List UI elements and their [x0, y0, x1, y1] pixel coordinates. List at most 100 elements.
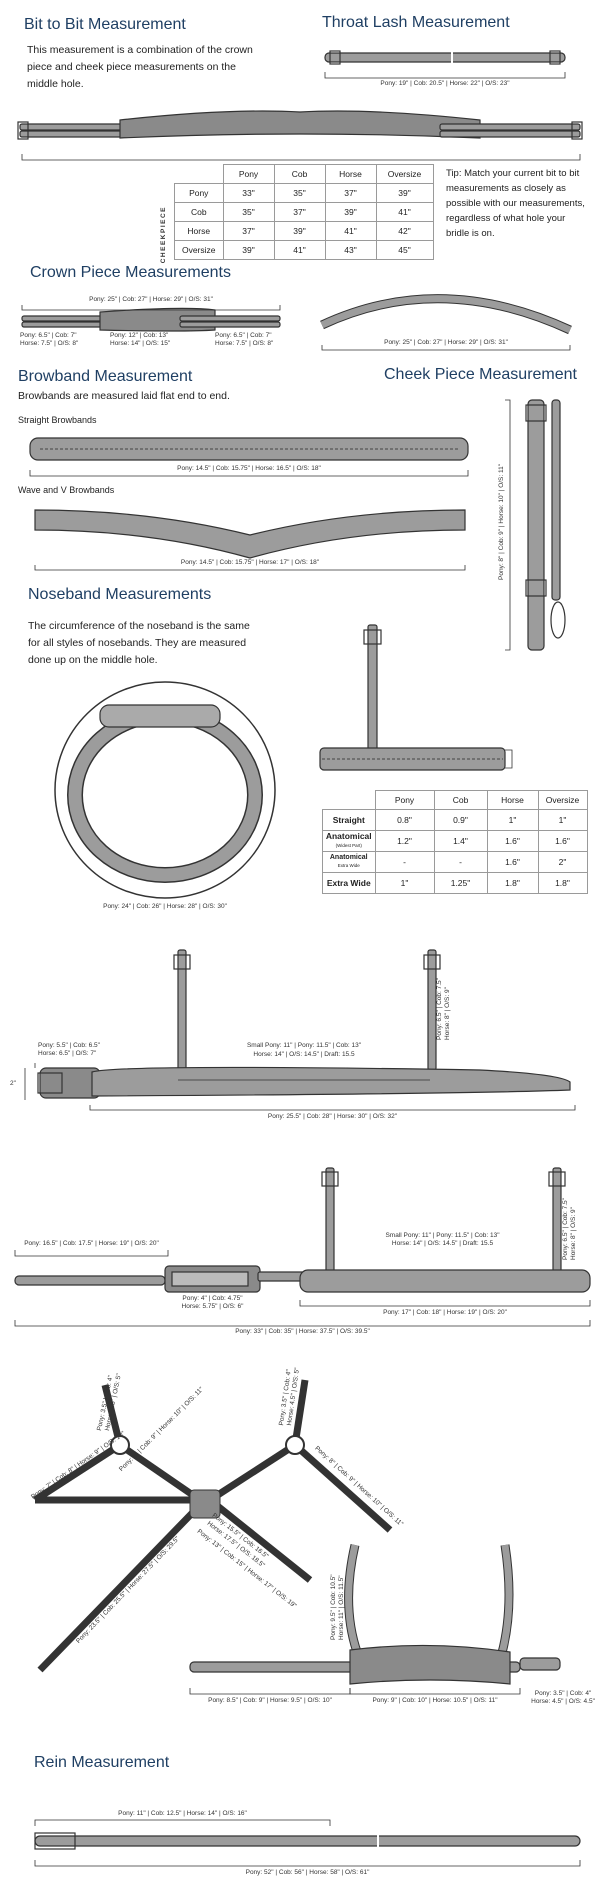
throat-lash-strap	[324, 50, 566, 65]
cavesson-mid-a: Small Pony: 11" | Pony: 11.5" | Cob: 13"	[246, 1042, 362, 1049]
cell: 39"	[375, 183, 434, 203]
flash-total: Pony: 33" | Cob: 35" | Horse: 37.5" | O/…	[235, 1328, 370, 1335]
crown-mid-b: Horse: 14" | O/S: 15"	[110, 340, 171, 347]
cell: 2"	[537, 851, 588, 873]
cell: 42"	[375, 221, 434, 241]
cell: 0.8"	[374, 809, 435, 831]
flash-mid-b: Horse: 14" | O/S: 14.5" | Draft: 15.5	[391, 1240, 494, 1247]
row-label-text: Extra Wide	[326, 878, 371, 888]
noseband-title: Noseband Measurements	[28, 586, 212, 603]
col-header: Cob	[433, 790, 488, 810]
cell: 41"	[324, 221, 377, 241]
cell: 1"	[486, 809, 539, 831]
cell: 39"	[222, 240, 275, 260]
noseband-description: The circumference of the noseband is the…	[28, 620, 250, 666]
drop-strap-b: Horse: 11" | O/S: 11.5"	[338, 1575, 345, 1640]
cheekpiece-axis-label: CHEEKPIECE	[160, 206, 167, 264]
drop-noseband	[189, 1543, 561, 1685]
cavesson-height: 2"	[10, 1080, 16, 1087]
throat-lash-title: Throat Lash Measurement	[322, 14, 510, 31]
bit-to-bit-tip: Tip: Match your current bit to bit measu…	[446, 168, 585, 239]
bit-to-bit-description: This measurement is a combination of the…	[27, 44, 253, 90]
cell: -	[433, 851, 488, 873]
browband-title: Browband Measurement	[18, 368, 193, 385]
noseband-circumference-caption: Pony: 24" | Cob: 26" | Horse: 28" | O/S:…	[103, 903, 227, 910]
drop-right-b: Horse: 4.5" | O/S: 4.5"	[531, 1698, 595, 1705]
cheek-piece-caption: Pony: 8" | Cob: 9" | Horse: 10" | O/S: 1…	[498, 463, 505, 580]
crown-piece-title: Crown Piece Measurements	[30, 264, 231, 281]
flash-mid-a: Small Pony: 11" | Pony: 11.5" | Cob: 13"	[385, 1232, 500, 1239]
row-label-text: Anatomical	[325, 831, 372, 841]
cheek-piece-title: Cheek Piece Measurement	[384, 366, 577, 383]
col-header: Horse	[486, 790, 539, 810]
cell: 37"	[273, 202, 326, 222]
cell: 1.2"	[374, 830, 435, 852]
figure-eight-noseband	[33, 1379, 393, 1673]
cavesson-strap-b: Horse: 8" | O/S: 9"	[444, 987, 451, 1040]
cell: 1"	[537, 809, 588, 831]
drop-mid: Pony: 9" | Cob: 10" | Horse: 10.5" | O/S…	[372, 1697, 498, 1704]
cell: 37"	[222, 221, 275, 241]
cell: 41"	[375, 202, 434, 222]
crown-mid-a: Pony: 12" | Cob: 13"	[110, 332, 169, 339]
col-header: Pony	[374, 790, 435, 810]
cell: 35"	[273, 183, 326, 203]
cavesson-strap-a: Pony: 6.5" | Cob: 7.5"	[436, 978, 443, 1040]
flash-right: Pony: 17" | Cob: 18" | Horse: 19" | O/S:…	[383, 1309, 507, 1316]
col-header: Oversize	[375, 164, 434, 184]
straight-browband-caption: Pony: 14.5" | Cob: 15.75" | Horse: 16.5"…	[177, 465, 321, 472]
flash-strap-b: Horse: 8" | O/S: 9"	[570, 1207, 577, 1260]
cell: 1.6"	[486, 851, 539, 873]
rein-top-caption: Pony: 11" | Cob: 12.5" | Horse: 14" | O/…	[118, 1810, 247, 1817]
row-label: Anatomical (Widest Part)	[322, 830, 376, 852]
cavesson-buckle-a: Pony: 5.5" | Cob: 6.5"	[38, 1042, 100, 1049]
crown-total-caption: Pony: 25" | Cob: 27" | Horse: 29" | O/S:…	[89, 296, 213, 303]
cell: 45"	[375, 240, 434, 260]
throat-lash-caption: Pony: 19" | Cob: 20.5" | Horse: 22" | O/…	[380, 80, 510, 87]
bit-to-bit-title: Bit to Bit Measurement	[24, 16, 186, 33]
noseband-width	[319, 624, 506, 771]
cell: 1.8"	[486, 872, 539, 894]
cell: 1.6"	[486, 830, 539, 852]
crown-curved-caption: Pony: 25" | Cob: 27" | Horse: 29" | O/S:…	[384, 339, 508, 346]
row-label: Horse	[174, 221, 224, 241]
flash-noseband	[14, 1167, 591, 1293]
cell: 37"	[324, 183, 377, 203]
cavesson-mid-b: Horse: 14" | O/S: 14.5" | Draft: 15.5	[253, 1051, 355, 1058]
cell: 41"	[273, 240, 326, 260]
cell: 33"	[222, 183, 275, 203]
wave-browband	[34, 509, 466, 559]
rein-total-caption: Pony: 52" | Cob: 56" | Horse: 58" | O/S:…	[245, 1869, 370, 1876]
row-label-text: Straight	[332, 815, 365, 825]
col-header: Cob	[273, 164, 326, 184]
crown-piece-curved	[320, 294, 572, 335]
crown-right-b: Horse: 7.5" | O/S: 8"	[215, 340, 274, 347]
col-header: Horse	[324, 164, 377, 184]
row-label: Cob	[174, 202, 224, 222]
cell: -	[374, 851, 435, 873]
row-label: Pony	[174, 183, 224, 203]
cell: 1.8"	[537, 872, 588, 894]
flash-pad-a: Pony: 4" | Cob: 4.75"	[182, 1295, 243, 1302]
drop-right-a: Pony: 3.5" | Cob: 4"	[534, 1690, 592, 1697]
row-label: Extra Wide	[322, 872, 376, 894]
row-sublabel: (Widest Part)	[335, 843, 362, 848]
row-label: Straight	[322, 809, 376, 831]
cell: 1.6"	[537, 830, 588, 852]
cell: 1.25"	[433, 872, 488, 894]
cell: 39"	[324, 202, 377, 222]
flash-pad-b: Horse: 5.75" | O/S: 6"	[181, 1303, 244, 1310]
row-sublabel: Extra Wide	[337, 863, 360, 868]
drop-left: Pony: 8.5" | Cob: 9" | Horse: 9.5" | O/S…	[208, 1697, 332, 1704]
cell: 35"	[222, 202, 275, 222]
browband-description: Browbands are measured laid flat end to …	[18, 390, 230, 402]
flash-left: Pony: 16.5" | Cob: 17.5" | Horse: 19" | …	[24, 1240, 159, 1247]
rein-strap	[34, 1832, 581, 1850]
wave-browband-caption: Pony: 14.5" | Cob: 15.75" | Horse: 17" |…	[180, 559, 320, 566]
cavesson-noseband	[37, 949, 571, 1099]
crown-piece-flat	[21, 307, 281, 332]
cell: 39"	[273, 221, 326, 241]
col-header: Pony	[222, 164, 275, 184]
